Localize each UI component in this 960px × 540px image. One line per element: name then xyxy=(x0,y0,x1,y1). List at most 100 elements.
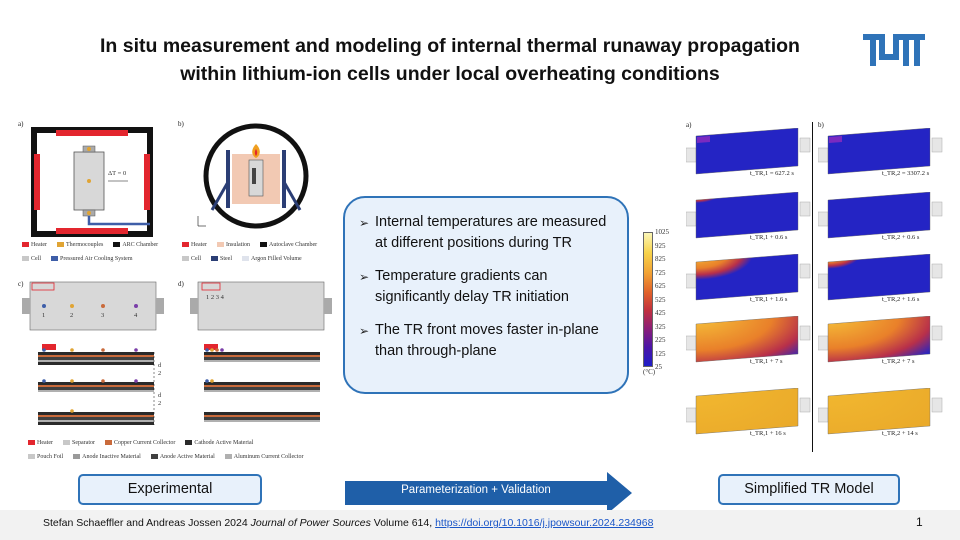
bullet-2-text: Temperature gradients can significantly … xyxy=(375,268,569,305)
pos-4: 4 xyxy=(134,312,138,319)
layer-stack-d3 xyxy=(204,412,320,422)
sim-cell-snapshot xyxy=(686,192,811,239)
colorbar-tick: 1025 xyxy=(655,228,669,236)
legend-aluminum: Aluminum Current Collector xyxy=(224,454,303,460)
layer-stack-1 xyxy=(38,352,154,365)
sim-cell-snapshot xyxy=(818,192,943,239)
sim-time-label: t_TR,1 + 1.6 s xyxy=(750,296,788,303)
temperature-colorbar xyxy=(643,232,653,367)
figure-panel-a: a) ΔT = 0 Heater Thermocouples ARC Chamb… xyxy=(16,118,171,268)
doi-link[interactable]: https://doi.org/10.1016/j.jpowsour.2024.… xyxy=(435,517,654,529)
sim-time-label: t_TR,2 + 14 s xyxy=(882,430,918,437)
arrow-bullet-icon: ➢ xyxy=(359,324,370,338)
sim-cell-snapshot xyxy=(818,254,943,301)
title-line-1: In situ measurement and modeling of inte… xyxy=(100,35,800,57)
arrow-label: Parameterization + Validation xyxy=(401,484,551,496)
parameterization-arrow xyxy=(345,472,632,514)
panel-a-legend-row-2: Cell Pressured Air Cooling System xyxy=(22,256,133,262)
title-line-2: within lithium-ion cells under local ove… xyxy=(180,63,720,85)
d-half-label-1: d xyxy=(158,362,162,369)
sim-cell-snapshot xyxy=(818,316,943,363)
cell-cross-section-c xyxy=(22,281,164,425)
key-findings-box: ➢Internal temperatures are measured at d… xyxy=(343,196,629,394)
sim-col-a-label: a) xyxy=(686,121,692,129)
legend-insulation: Insulation xyxy=(217,242,250,248)
colorbar-tick: 525 xyxy=(655,295,666,304)
legend-argon: Argon Filled Volume xyxy=(242,256,302,262)
tum-logo xyxy=(863,34,925,66)
pos-2: 2 xyxy=(70,312,74,319)
figure-panel-b: b) Heater Insulation Autoclave Chamber C… xyxy=(176,118,336,268)
sim-cell-snapshot xyxy=(686,128,811,175)
timeline-divider xyxy=(812,122,813,452)
colorbar-tick: 325 xyxy=(655,322,666,331)
delta-t-label: ΔT = 0 xyxy=(108,170,127,177)
footer-bar xyxy=(0,510,960,540)
page-number: 1 xyxy=(916,515,923,529)
bullet-2: ➢ Temperature gradients can significantly… xyxy=(359,266,615,308)
model-label: Simplified TR Model xyxy=(718,474,900,505)
bottom-legend-row-2: Pouch Foil Anode Inactive Material Anode… xyxy=(28,454,303,460)
legend-heater: Heater xyxy=(22,242,47,248)
legend-pouch: Pouch Foil xyxy=(28,454,63,460)
legend-separator: Separator xyxy=(63,440,95,446)
sim-time-label: t_TR,1 + 7 s xyxy=(750,358,783,365)
autoclave-diagram xyxy=(197,123,309,229)
legend-arc-chamber: ARC Chamber xyxy=(113,242,158,248)
figure-panel-c: c) xyxy=(16,278,176,438)
sim-col-b-label: b) xyxy=(818,121,824,129)
pos-1: 1 xyxy=(42,312,46,319)
bullet-3: ➢ The TR front moves faster in-plane than… xyxy=(359,320,615,362)
sim-cell-snapshot xyxy=(818,128,943,175)
panel-a-label: a) xyxy=(18,120,24,128)
legend-heater-b: Heater xyxy=(182,242,207,248)
layer-stack-3 xyxy=(38,412,154,425)
colorbar-tick: 125 xyxy=(655,349,666,358)
layer-stack-2 xyxy=(38,382,154,392)
sim-time-label: t_TR,1 = 627.2 s xyxy=(750,170,794,177)
sim-cell-snapshot xyxy=(686,316,811,363)
pos-3: 3 xyxy=(101,312,105,319)
positions-d: 1 2 3 4 xyxy=(206,294,224,301)
legend-anode-inactive: Anode Inactive Material xyxy=(73,454,141,460)
legend-thermocouples: Thermocouples xyxy=(57,242,103,248)
sim-time-label: t_TR,1 + 0.6 s xyxy=(750,234,788,241)
citation-journal: Journal of Power Sources xyxy=(250,517,371,529)
colorbar-tick: 25 xyxy=(655,363,662,371)
legend-autoclave: Autoclave Chamber xyxy=(260,242,317,248)
sim-time-label: t_TR,1 + 16 s xyxy=(750,430,786,437)
bullet-1: ➢Internal temperatures are measured at d… xyxy=(359,212,615,254)
arrow-bullet-icon: ➢ xyxy=(359,216,370,230)
panel-b-label: b) xyxy=(178,120,184,128)
colorbar-tick: 925 xyxy=(655,241,666,250)
cell-cross-section-d xyxy=(190,281,332,422)
layer-stack-d1 xyxy=(204,352,320,362)
citation-authors: Stefan Schaeffler and Andreas Jossen 202… xyxy=(43,517,251,529)
slide-title: In situ measurement and modeling of inte… xyxy=(40,32,860,88)
sim-cell-snapshot xyxy=(818,388,943,435)
experimental-label: Experimental xyxy=(78,474,262,505)
sim-time-label: t_TR,2 + 0.6 s xyxy=(882,234,920,241)
figure-panel-d: d) 1 2 3 4 xyxy=(176,278,336,438)
legend-cell-b: Cell xyxy=(182,256,201,262)
colorbar-tick: 225 xyxy=(655,336,666,344)
legend-cathode: Cathode Active Material xyxy=(185,440,253,446)
panel-b-legend-row-1: Heater Insulation Autoclave Chamber xyxy=(182,242,317,248)
panel-a-legend-row-1: Heater Thermocouples ARC Chamber xyxy=(22,242,158,248)
sim-time-label: t_TR,2 = 3307.2 s xyxy=(882,170,930,177)
colorbar-tick: 625 xyxy=(655,282,666,290)
sim-cell-snapshot xyxy=(686,254,811,301)
colorbar-tick: 425 xyxy=(655,309,666,317)
arrow-bullet-icon: ➢ xyxy=(359,270,370,284)
sim-time-label: t_TR,2 + 7 s xyxy=(882,358,915,365)
sim-time-label: t_TR,2 + 1.6 s xyxy=(882,296,920,303)
legend-copper: Copper Current Collector xyxy=(105,440,175,446)
legend-anode-active: Anode Active Material xyxy=(150,454,215,460)
d-half-label-2: d xyxy=(158,392,162,399)
bullet-3-text: The TR front moves faster in-plane than … xyxy=(375,322,599,359)
panel-c-label: c) xyxy=(18,280,24,288)
citation-volume: Volume 614, xyxy=(370,517,436,529)
panel-d-label: d) xyxy=(178,280,184,288)
sim-cell-snapshot xyxy=(686,388,811,435)
colorbar-unit: (°C) xyxy=(643,368,656,376)
